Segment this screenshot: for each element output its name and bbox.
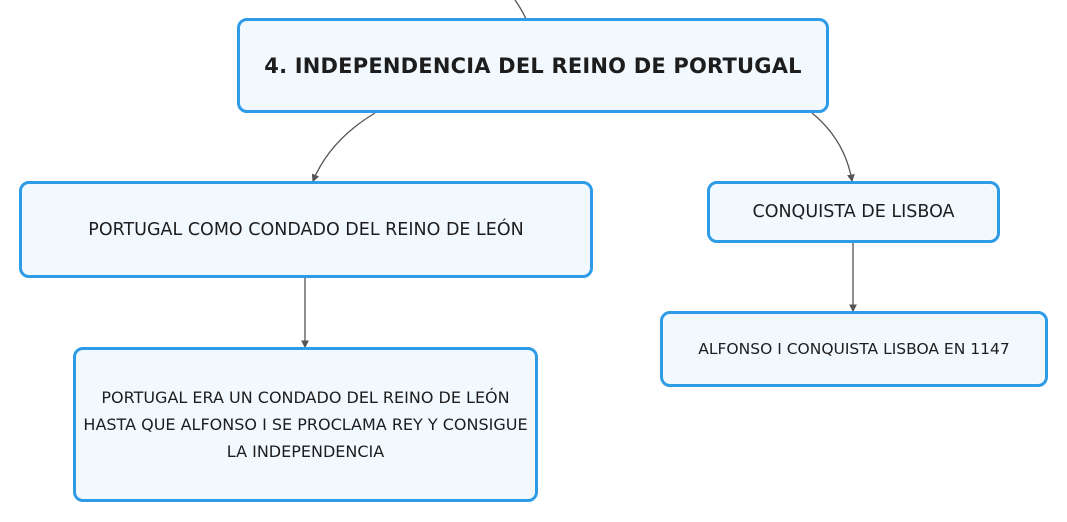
- topic-node-condado[interactable]: PORTUGAL COMO CONDADO DEL REINO DE LEÓN: [19, 181, 593, 278]
- subtopic-label-condado-desc: PORTUGAL ERA UN CONDADO DEL REINO DE LEÓ…: [83, 388, 528, 461]
- connector-title-to-condado: [311, 112, 376, 183]
- central-topic-label: 4. INDEPENDENCIA DEL REINO DE PORTUGAL: [264, 53, 802, 78]
- topic-node-lisboa[interactable]: CONQUISTA DE LISBOA: [707, 181, 1000, 243]
- subtopic-label-lisboa-desc: ALFONSO I CONQUISTA LISBOA EN 1147: [698, 340, 1010, 358]
- connector-title-to-lisboa: [811, 112, 855, 183]
- subtopic-node-lisboa-desc[interactable]: ALFONSO I CONQUISTA LISBOA EN 1147: [660, 311, 1048, 387]
- subtopic-node-condado-desc[interactable]: PORTUGAL ERA UN CONDADO DEL REINO DE LEÓ…: [73, 347, 538, 502]
- connector-parent-to-title: [514, 0, 527, 20]
- central-topic-node[interactable]: 4. INDEPENDENCIA DEL REINO DE PORTUGAL: [237, 18, 829, 113]
- topic-label-lisboa: CONQUISTA DE LISBOA: [752, 202, 955, 222]
- topic-label-condado: PORTUGAL COMO CONDADO DEL REINO DE LEÓN: [88, 219, 524, 240]
